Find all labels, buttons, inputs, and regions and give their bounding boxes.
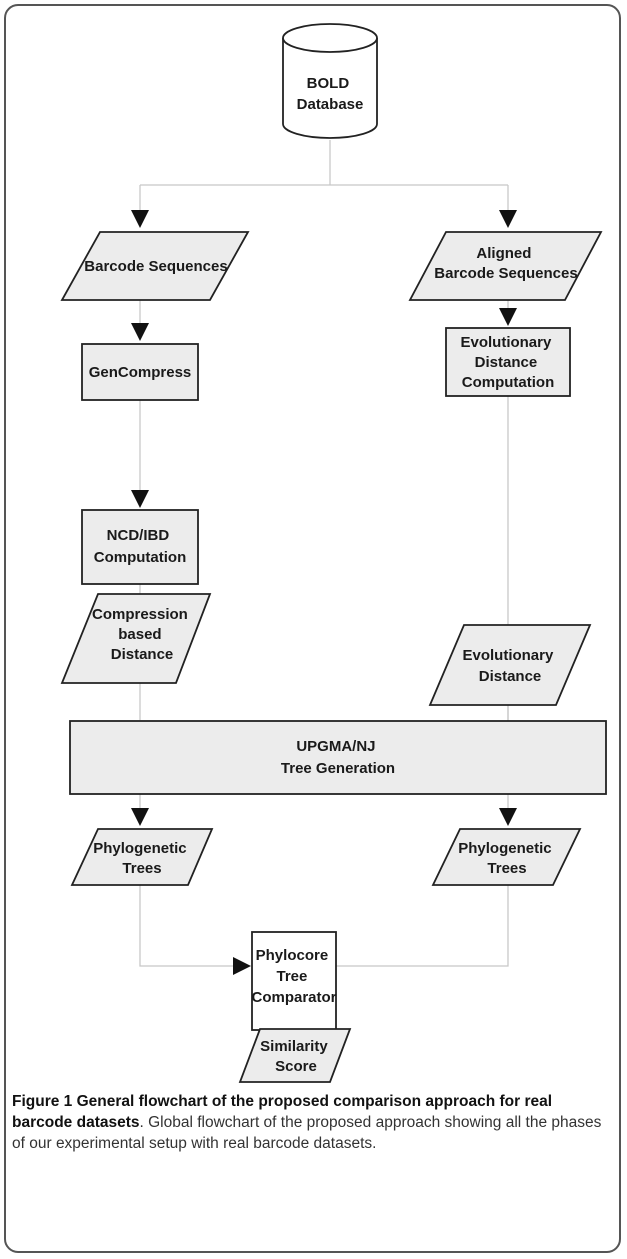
- connector-phylo-left-comparator: [139, 885, 233, 967]
- upgma-nj-tree-generation-node: UPGMA/NJ Tree Generation: [69, 720, 607, 795]
- arrowhead-left-to-comparator: [233, 957, 251, 975]
- aligned-barcode-sequences-node: Aligned Barcode Sequences: [408, 231, 603, 301]
- caption-period: .: [139, 1114, 144, 1131]
- bold-db-line2: Database: [297, 96, 364, 113]
- gencompress-node: GenCompress: [81, 343, 199, 401]
- barcode-sequences-node: Barcode Sequences: [60, 231, 250, 301]
- arrowhead-to-evocomp: [499, 308, 517, 326]
- svg-text:Aligned Barcode Sequen: Aligned Barcode Sequences: [434, 245, 577, 282]
- flowchart: BOLD Database Barcode Sequences Aligned …: [60, 23, 607, 1078]
- bold-db-line1: BOLD: [307, 75, 350, 92]
- phylocore-tree-comparator-node: Phylocore Tree Comparator: [251, 931, 337, 1031]
- phylogenetic-trees-right-node: Phylogenetic Trees: [431, 828, 582, 886]
- bold-database-node: BOLD Database: [282, 23, 378, 139]
- arrowhead-to-ncd: [131, 490, 149, 508]
- svg-text:GenCompress: GenCompress: [89, 364, 192, 381]
- arrowhead-to-phylo-left: [131, 808, 149, 826]
- svg-text:Phylocore Tree: Phylocore Tree Comparator: [251, 947, 336, 1006]
- arrowhead-to-barcode: [131, 210, 149, 228]
- similarity-text-layer: Similarity Score: [260, 1038, 332, 1075]
- similarity-score-label: Similarity Score: [260, 1038, 332, 1075]
- svg-text:Evolutionary Distance: Evolutionary Distance Computation: [460, 334, 555, 391]
- caption-title: Figure 1 General flowchart of the propos…: [12, 1093, 553, 1131]
- figure-caption: Figure 1 General flowchart of the propos…: [12, 1091, 612, 1154]
- caption-text: Global flowchart of the proposed approac…: [12, 1114, 602, 1152]
- svg-text:NCD/IBD Computation: NCD/IBD Computation: [94, 527, 186, 566]
- similarity-layer: [238, 1028, 352, 1083]
- svg-text:Barcode Sequences: Barcode Sequences: [84, 258, 227, 275]
- connector-phylo-right-comparator: [282, 885, 509, 967]
- svg-text:Phylogenetic Trees: Phylogenetic Trees: [93, 840, 191, 877]
- svg-text:Phylogenetic Trees: Phylogenetic Trees: [458, 840, 556, 877]
- ncd-ibd-computation-node: NCD/IBD Computation: [81, 509, 199, 585]
- svg-text:UPGMA/NJ Tree Generati: UPGMA/NJ Tree Generation: [281, 738, 395, 777]
- phylogenetic-trees-left-node: Phylogenetic Trees: [70, 828, 214, 886]
- svg-text:Compression based: Compression based Distance: [92, 606, 192, 663]
- arrowhead-to-gencompress: [131, 323, 149, 341]
- nodes: BOLD Database Barcode Sequences Aligned …: [60, 23, 607, 1031]
- evolutionary-distance-computation-node: Evolutionary Distance Computation: [445, 327, 571, 397]
- figure-frame: [4, 4, 621, 1253]
- arrowhead-to-aligned: [499, 210, 517, 228]
- svg-text:BOLD Database: BOLD Database: [297, 75, 364, 113]
- compression-based-distance-node: Compression based Distance: [60, 593, 212, 684]
- svg-text:Evolutionary Distance: Evolutionary Distance: [462, 647, 557, 685]
- evolutionary-distance-node: Evolutionary Distance: [428, 624, 592, 706]
- similarity-score-shape: [238, 1028, 352, 1083]
- arrowhead-to-phylo-right: [499, 808, 517, 826]
